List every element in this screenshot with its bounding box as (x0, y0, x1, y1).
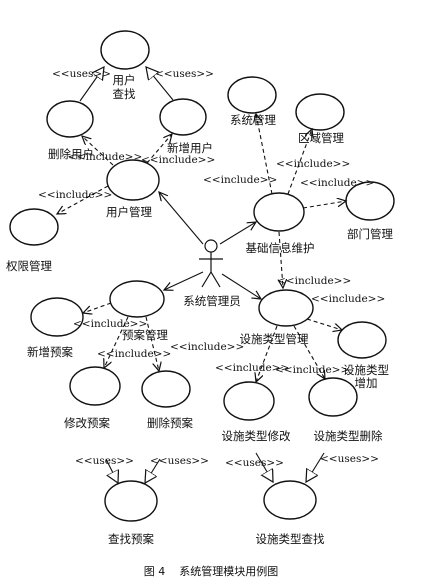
label-user-mgmt: 用户管理 (106, 205, 152, 219)
label-permission-mgmt: 权限管理 (6, 259, 52, 273)
label-actor: 系统管理员 (183, 294, 241, 308)
usecase-facility-type-modify (223, 381, 275, 421)
assoc-facility-type-mgmt (221, 273, 261, 299)
label-facility-type-find: 设施类型查找 (256, 532, 325, 546)
figure-caption: 图 4 系统管理模块用例图 (144, 564, 278, 578)
label-plan-mgmt: 预案管理 (122, 328, 168, 342)
stereo-include: <<include>> (38, 189, 112, 201)
label-dept-mgmt: 部门管理 (347, 227, 393, 241)
label-delete-user: 删除用户 (48, 147, 94, 161)
label-facility-type-delete: 设施类型删除 (314, 429, 383, 443)
label-add-user: 新增用户 (167, 141, 213, 155)
include-add-user (146, 134, 172, 164)
uses-delete-user (79, 67, 104, 102)
usecase-delete-user (46, 100, 94, 138)
label-user-query: 用户查找 (113, 73, 136, 101)
label-facility-type-modify: 设施类型修改 (222, 429, 291, 443)
uses-add-user (146, 67, 174, 101)
label-delete-plan: 删除预案 (147, 416, 193, 430)
assoc-basic-info (219, 222, 256, 245)
stereo-include: <<include>> (275, 364, 349, 376)
stereo-include: <<include>> (277, 275, 351, 287)
usecase-plan-mgmt (109, 280, 165, 318)
stereo-uses: <<uses>> (75, 455, 134, 467)
usecase-permission-mgmt (9, 208, 59, 246)
include-add-plan (83, 302, 112, 313)
usecase-facility-type-delete (308, 377, 358, 417)
include-facility-delete (293, 325, 325, 379)
include-modify-plan (104, 316, 129, 368)
assoc-user-mgmt (159, 192, 204, 245)
actor-figure (199, 239, 223, 288)
usecase-facility-type-mgmt (258, 289, 314, 327)
stereo-uses: <<uses>> (150, 455, 209, 467)
stereo-include: <<include>> (203, 174, 277, 186)
include-permission (57, 185, 109, 214)
usecase-basic-info (253, 192, 305, 232)
label-region-mgmt: 区域管理 (298, 131, 344, 145)
usecase-user-mgmt (106, 159, 160, 201)
label-basic-info: 基础信息维护 (246, 241, 315, 255)
usecase-facility-type-find (263, 480, 317, 520)
label-modify-plan: 修改预案 (64, 416, 110, 430)
usecase-modify-plan (69, 366, 121, 406)
stereo-include: <<include>> (97, 348, 171, 360)
usecase-system-mgmt (227, 76, 277, 114)
uses-modify-plan (106, 458, 118, 483)
stereo-include: <<include>> (73, 318, 147, 330)
uses-facility-delete (306, 452, 325, 482)
include-dept-mgmt (302, 201, 346, 209)
include-delete-user (82, 136, 114, 166)
stereo-include: <<include>> (141, 154, 215, 166)
label-find-plan: 查找预案 (108, 532, 154, 546)
label-system-mgmt: 系统管理 (230, 113, 276, 127)
stereo-include: <<include>> (170, 341, 244, 353)
stereo-uses: <<uses>> (320, 453, 379, 465)
usecase-user-query (100, 30, 150, 70)
usecase-add-plan (30, 297, 84, 337)
stereo-uses: <<uses>> (155, 68, 214, 80)
usecase-region-mgmt (295, 93, 345, 131)
include-facility-modify (256, 325, 278, 382)
usecase-facility-type-add (337, 321, 387, 359)
uses-facility-modify (255, 452, 273, 482)
include-delete-plan (145, 316, 159, 371)
include-facility-type (279, 231, 283, 288)
stereo-include: <<include>> (215, 362, 289, 374)
include-region-mgmt (287, 129, 312, 195)
include-facility-add (306, 318, 342, 330)
uses-delete-plan (145, 458, 161, 483)
label-add-plan: 新增预案 (27, 345, 73, 359)
assoc-plan-mgmt (164, 271, 204, 290)
label-facility-type-add: 设施类型增加 (343, 363, 389, 390)
usecase-add-user (159, 98, 207, 136)
usecase-find-plan (104, 480, 158, 522)
stereo-uses: <<uses>> (225, 457, 284, 469)
usecase-delete-plan (141, 370, 191, 408)
stereo-include: <<include>> (311, 293, 385, 305)
label-facility-type-mgmt: 设施类型管理 (240, 332, 309, 346)
stereo-include: <<include>> (276, 158, 350, 170)
stereo-uses: <<uses>> (52, 68, 111, 80)
stereo-include: <<include>> (300, 177, 374, 189)
stereo-include: <<include>> (68, 151, 142, 163)
